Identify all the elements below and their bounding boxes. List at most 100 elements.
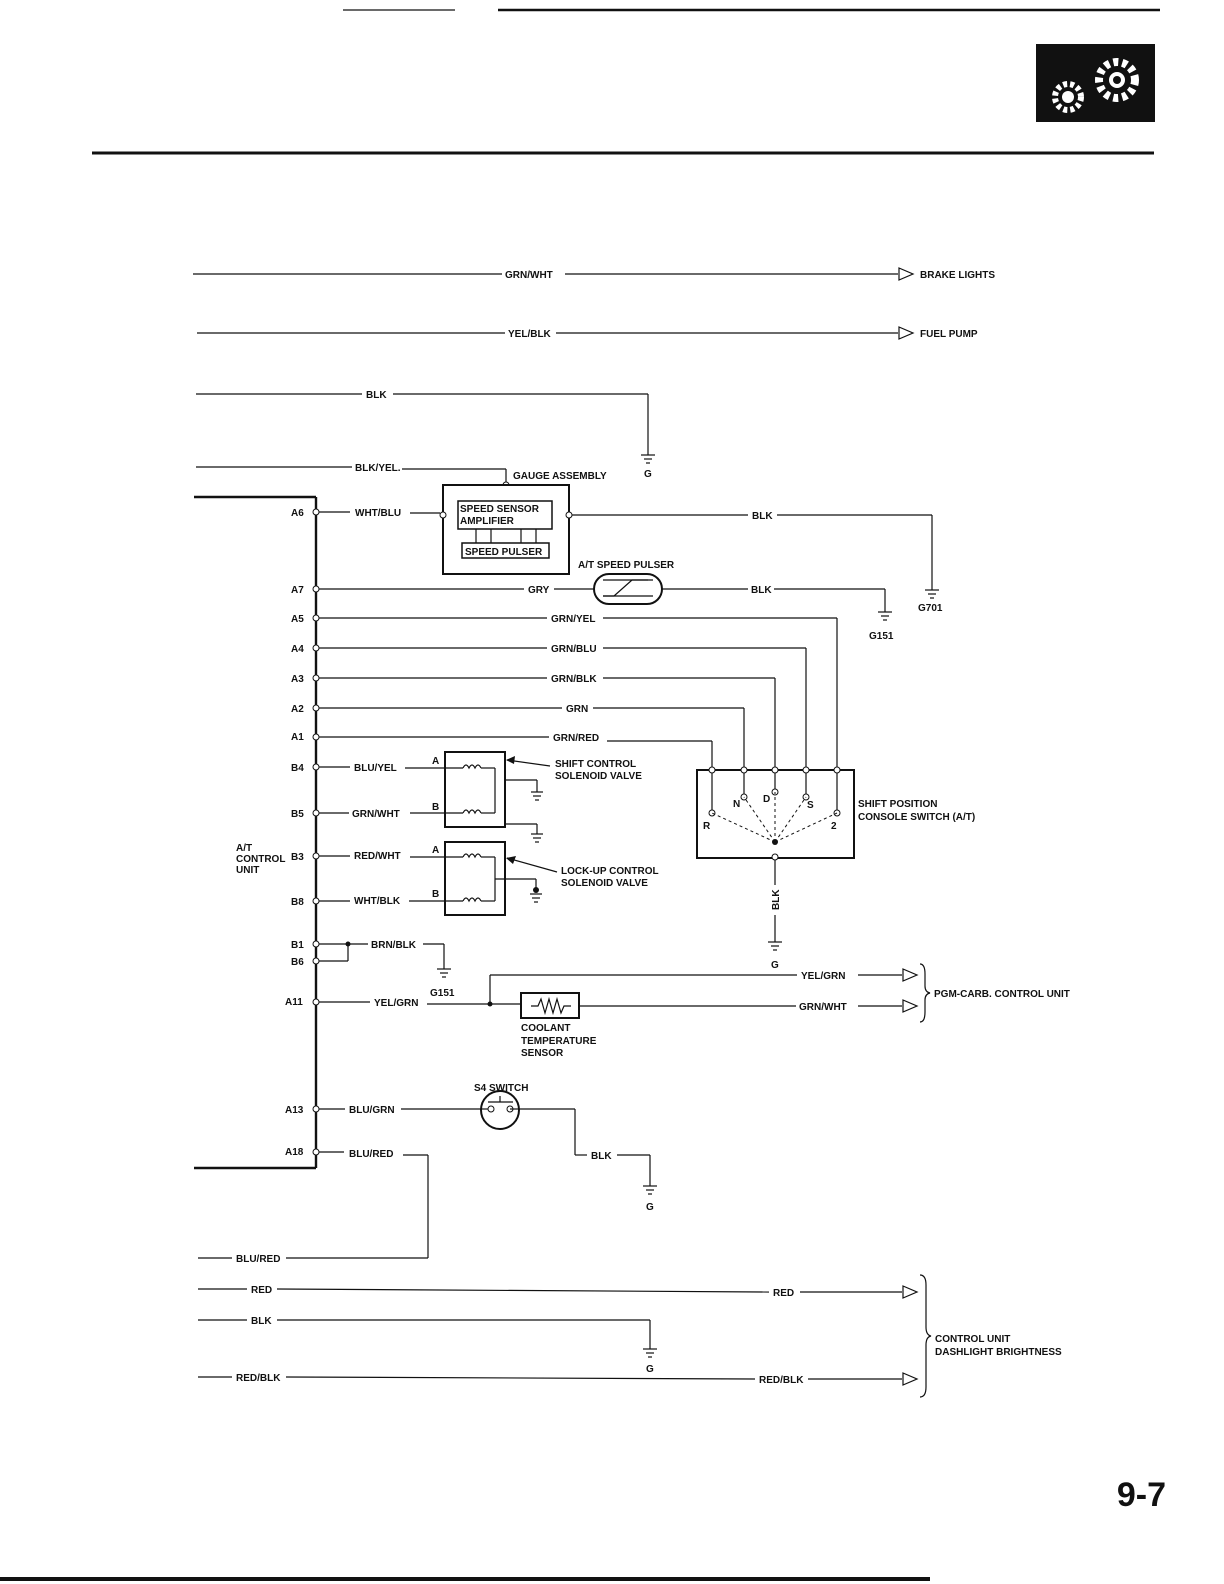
svg-text:SHIFT POSITION: SHIFT POSITION: [858, 799, 937, 810]
wire-grn-blk: GRN/BLK: [319, 674, 776, 770]
control-unit-label: A/T CONTROL UNIT: [236, 843, 285, 876]
wire-label: GRN/WHT: [352, 809, 400, 820]
svg-text:A18: A18: [285, 1147, 304, 1158]
wire-label: BLU/YEL: [354, 763, 397, 774]
wire-blk-ground-top: BLK: [196, 390, 649, 450]
ground-label: G701: [918, 603, 943, 614]
wire-label: BLK: [771, 889, 782, 910]
wire-yel-blk-fuel: YEL/BLK FUEL PUMP: [197, 326, 978, 340]
wire-grn-wht-b5: GRN/WHT: [319, 809, 445, 820]
wire-blk-g701: BLK G701: [572, 511, 943, 614]
wire-grn-blu: GRN/BLU: [319, 644, 807, 770]
svg-text:UNIT: UNIT: [236, 865, 259, 876]
svg-text:COOLANT: COOLANT: [521, 1023, 570, 1034]
svg-text:SOLENOID VALVE: SOLENOID VALVE: [555, 771, 642, 782]
svg-text:AMPLIFIER: AMPLIFIER: [460, 516, 515, 527]
svg-text:B: B: [432, 889, 439, 900]
wire-grn-yel: GRN/YEL: [319, 614, 838, 770]
wire-label: YEL/GRN: [374, 998, 418, 1009]
wire-label: BLU/GRN: [349, 1105, 395, 1116]
control-unit-outline: [194, 495, 318, 1170]
svg-text:DASHLIGHT BRIGHTNESS: DASHLIGHT BRIGHTNESS: [935, 1347, 1062, 1358]
svg-text:A7: A7: [291, 585, 304, 596]
ground-label: G: [646, 1202, 654, 1213]
svg-text:B: B: [432, 802, 439, 813]
svg-text:PGM-CARB. CONTROL UNIT: PGM-CARB. CONTROL UNIT: [934, 989, 1070, 1000]
wire-label: BLK: [251, 1316, 272, 1327]
svg-text:A1: A1: [291, 732, 304, 743]
svg-text:A5: A5: [291, 614, 304, 625]
wire-label: GRN/YEL: [551, 614, 595, 625]
wire-label: RED/BLK: [759, 1375, 804, 1386]
wire-label: BLK: [752, 511, 773, 522]
wire-blk-s4: BLK G: [519, 1108, 657, 1213]
wire-label: BLK/YEL.: [355, 463, 401, 474]
wire-label: BRN/BLK: [371, 940, 417, 951]
wire-label: RED/BLK: [236, 1373, 281, 1384]
svg-text:CONTROL UNIT: CONTROL UNIT: [935, 1334, 1010, 1345]
wire-brn-blk: BRN/BLK G151: [319, 940, 455, 999]
ground-label: G: [646, 1364, 654, 1375]
wire-grn: GRN: [319, 704, 745, 770]
wire-blk-shift-ground: BLK G: [768, 860, 782, 971]
ground-label: G151: [869, 631, 894, 642]
fuel-pump-label: FUEL PUMP: [920, 329, 978, 340]
svg-text:SOLENOID VALVE: SOLENOID VALVE: [561, 878, 648, 889]
svg-text:R: R: [703, 821, 711, 832]
svg-text:B3: B3: [291, 852, 304, 863]
svg-text:A: A: [432, 756, 439, 767]
wire-label: BLU/RED: [236, 1254, 280, 1265]
brake-lights-label: BRAKE LIGHTS: [920, 270, 995, 281]
svg-text:S: S: [807, 800, 814, 811]
wire-label: RED/WHT: [354, 851, 401, 862]
coolant-temperature-sensor: COOLANT TEMPERATURE SENSOR: [520, 992, 597, 1059]
wire-label: RED: [773, 1288, 794, 1299]
wire-wht-blu: WHT/BLU: [319, 508, 440, 519]
svg-text:CONSOLE SWITCH (A/T): CONSOLE SWITCH (A/T): [858, 812, 975, 823]
wire-label: GRN/RED: [553, 733, 599, 744]
wire-label: GRY: [528, 585, 550, 596]
wire-label: YEL/GRN: [801, 971, 845, 982]
wire-label: RED: [251, 1285, 272, 1296]
wire-blu-yel: BLU/YEL: [319, 763, 445, 774]
svg-text:TEMPERATURE: TEMPERATURE: [521, 1036, 597, 1047]
svg-text:A: A: [432, 845, 439, 856]
svg-text:A3: A3: [291, 674, 304, 685]
wire-label: BLK: [591, 1151, 612, 1162]
wire-red-blk: RED/BLK RED/BLK: [198, 1372, 919, 1386]
wire-yel-grn-a11: YEL/GRN: [319, 975, 521, 1009]
svg-text:B4: B4: [291, 763, 304, 774]
svg-text:B6: B6: [291, 957, 304, 968]
wire-label: BLK: [751, 585, 772, 596]
ground-symbol: G: [641, 450, 655, 480]
ground-label: G: [644, 469, 652, 480]
wire-blu-grn: BLU/GRN: [319, 1105, 481, 1116]
pgm-carb-control-unit: PGM-CARB. CONTROL UNIT: [919, 963, 1070, 1023]
wire-label: BLK: [366, 390, 387, 401]
svg-text:S4 SWITCH: S4 SWITCH: [474, 1083, 528, 1094]
wire-label: GRN/WHT: [799, 1002, 847, 1013]
shift-control-solenoid-valve: A B SHIFT CONTROL SOLENOID VALVE: [432, 751, 642, 843]
wire-label: GRN/WHT: [505, 270, 553, 281]
at-speed-pulser: A/T SPEED PULSER: [578, 560, 675, 605]
wire-label: GRN/BLK: [551, 674, 597, 685]
ground-label: G151: [430, 988, 455, 999]
svg-text:SPEED SENSOR: SPEED SENSOR: [460, 504, 540, 515]
wire-label: GRN: [566, 704, 588, 715]
svg-text:A6: A6: [291, 508, 304, 519]
wire-label: BLU/RED: [349, 1149, 393, 1160]
wire-gry: GRY: [319, 585, 594, 596]
shift-position-console-switch: R N D S 2 SHIFT POSITION CONSOLE SWITCH …: [696, 766, 975, 861]
svg-text:B8: B8: [291, 897, 304, 908]
wire-label: WHT/BLU: [355, 508, 401, 519]
wire-blk-bottom: BLK G: [198, 1316, 657, 1375]
svg-text:A/T: A/T: [236, 843, 252, 854]
svg-text:A4: A4: [291, 644, 304, 655]
wire-label: GRN/BLU: [551, 644, 597, 655]
svg-text:GAUGE ASSEMBLY: GAUGE ASSEMBLY: [513, 471, 607, 482]
svg-text:A11: A11: [285, 997, 303, 1008]
wire-grn-wht-pgm: GRN/WHT: [579, 999, 919, 1013]
svg-text:LOCK-UP CONTROL: LOCK-UP CONTROL: [561, 866, 659, 877]
wire-grn-red: GRN/RED: [319, 733, 713, 770]
